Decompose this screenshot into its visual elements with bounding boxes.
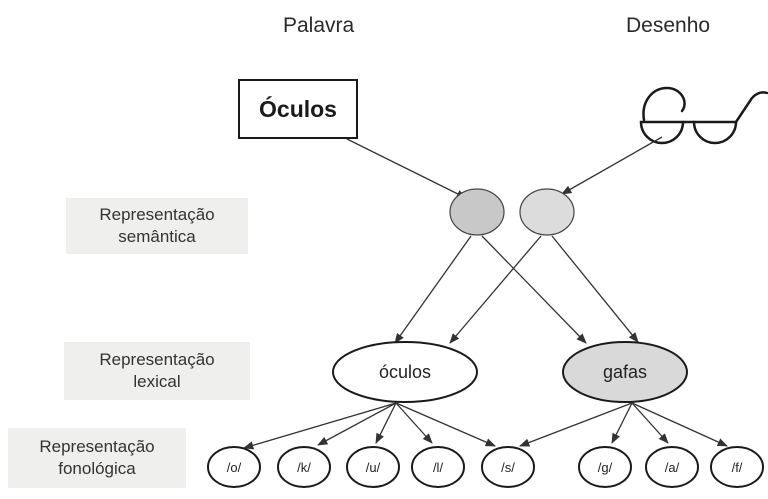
arrow-word-to-semantic bbox=[346, 138, 467, 199]
label-lexical-line1: Representação bbox=[99, 350, 215, 369]
phoneme-node-f: /f/ bbox=[710, 446, 764, 488]
phoneme-node-l: /l/ bbox=[411, 446, 465, 488]
phoneme-f-label: /f/ bbox=[732, 460, 743, 475]
word-box: Óculos bbox=[238, 79, 358, 139]
lexical-node-gafas bbox=[562, 341, 688, 403]
phoneme-o-label: /o/ bbox=[227, 460, 242, 475]
arrows-oculos-to-phonemes bbox=[243, 402, 496, 450]
phoneme-node-u: /u/ bbox=[346, 446, 400, 488]
phoneme-node-s: /s/ bbox=[481, 446, 535, 488]
lexical-node-oculos-label: óculos bbox=[379, 362, 431, 382]
phoneme-node-o: /o/ bbox=[207, 446, 261, 488]
arrow-semantic-right-to-gafas bbox=[551, 235, 639, 343]
phoneme-k-label: /k/ bbox=[297, 460, 311, 475]
label-semantic-line1: Representação bbox=[99, 205, 215, 224]
phoneme-node-g: /g/ bbox=[578, 446, 632, 488]
phoneme-node-k: /k/ bbox=[277, 446, 331, 488]
label-semantic-line2: semântica bbox=[118, 227, 196, 246]
arrow-drawing-to-semantic bbox=[561, 136, 663, 195]
semantic-node-right bbox=[519, 188, 575, 236]
phoneme-a-label: /a/ bbox=[665, 460, 680, 475]
glasses-drawing-icon bbox=[639, 86, 768, 145]
arrow-semantic-left-to-oculos bbox=[394, 235, 472, 344]
arrow-semantic-left-to-gafas bbox=[481, 235, 587, 344]
phoneme-g-label: /g/ bbox=[598, 460, 613, 475]
lexical-node-oculos bbox=[332, 341, 478, 403]
label-phonological-line1: Representação bbox=[39, 437, 155, 456]
semantic-node-left bbox=[449, 188, 505, 236]
phoneme-u-label: /u/ bbox=[366, 460, 381, 475]
lexical-node-gafas-label: gafas bbox=[603, 362, 647, 382]
arrows-gafas-to-phonemes bbox=[519, 402, 728, 447]
phoneme-l-label: /l/ bbox=[433, 460, 444, 475]
phoneme-node-a: /a/ bbox=[645, 446, 699, 488]
arrow-semantic-right-to-oculos bbox=[449, 235, 542, 344]
header-word: Palavra bbox=[283, 14, 355, 37]
label-phonological-representation: Representação fonológica bbox=[8, 428, 186, 488]
label-semantic-representation: Representação semântica bbox=[66, 198, 248, 254]
header-drawing: Desenho bbox=[626, 14, 711, 37]
phoneme-s-label: /s/ bbox=[501, 460, 515, 475]
label-lexical-line2: lexical bbox=[133, 372, 181, 391]
label-phonological-line2: fonológica bbox=[58, 459, 136, 478]
label-lexical-representation: Representação lexical bbox=[64, 342, 250, 400]
